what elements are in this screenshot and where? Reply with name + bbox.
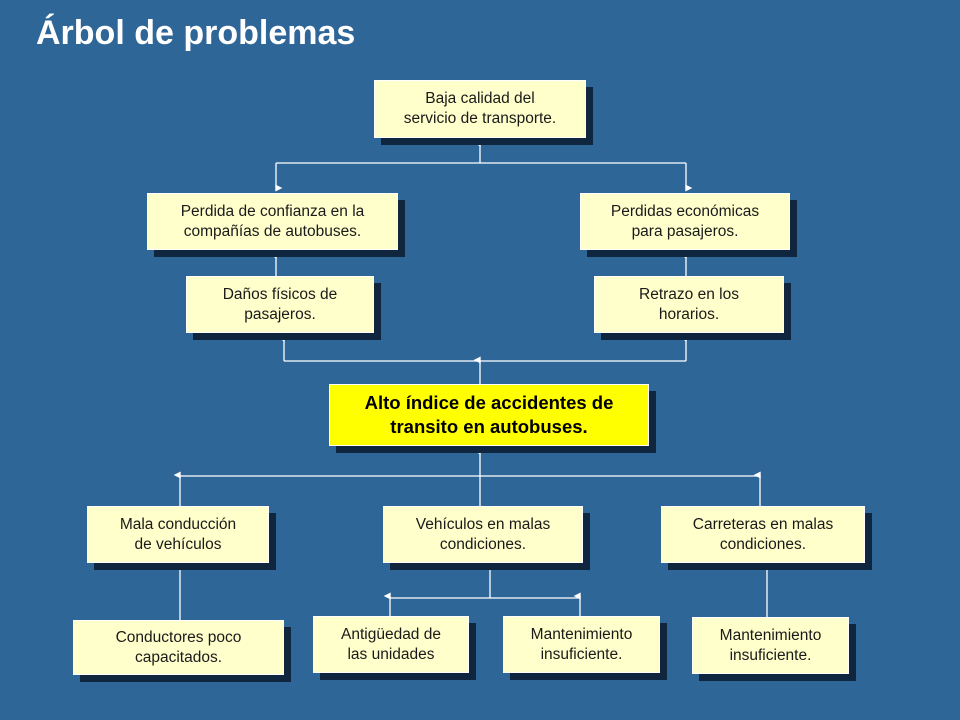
subcause-node-untrained-drivers: Conductores poco capacitados. xyxy=(73,620,284,675)
effect-node-physical-damage: Daños físicos de pasajeros. xyxy=(186,276,374,333)
effect-node-economic-losses: Perdidas económicas para pasajeros. xyxy=(580,193,790,250)
subcause-node-maintenance-roads: Mantenimiento insuficiente. xyxy=(692,617,849,674)
cause-node-bad-driving: Mala conducción de vehículos xyxy=(87,506,269,563)
page-title: Árbol de problemas xyxy=(36,14,356,52)
cause-node-vehicle-condition: Vehículos en malas condiciones. xyxy=(383,506,583,563)
effect-node-delays: Retrazo en los horarios. xyxy=(594,276,784,333)
subcause-node-maintenance-vehicles: Mantenimiento insuficiente. xyxy=(503,616,660,673)
effect-node-low-quality: Baja calidad del servicio de transporte. xyxy=(374,80,586,138)
subcause-node-fleet-age: Antigüedad de las unidades xyxy=(313,616,469,673)
cause-node-road-condition: Carreteras en malas condiciones. xyxy=(661,506,865,563)
core-problem-node: Alto índice de accidentes de transito en… xyxy=(329,384,649,446)
effect-node-lost-trust: Perdida de confianza en la compañías de … xyxy=(147,193,398,250)
